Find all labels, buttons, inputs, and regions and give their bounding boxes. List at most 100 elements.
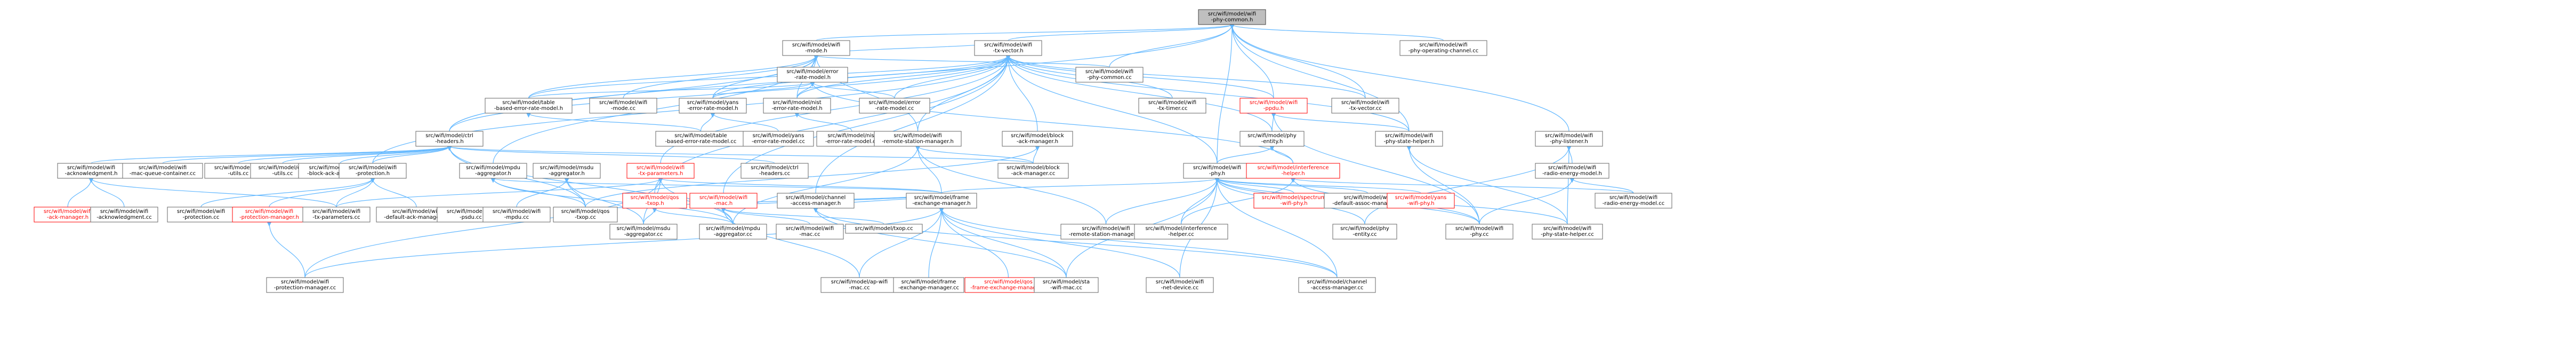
- node-tx-params-h[interactable]: src/wifi/model/wifi-tx-parameters.h: [626, 163, 695, 179]
- node-phy-entity-h[interactable]: src/wifi/model/phy-entity.h: [1239, 131, 1305, 147]
- node-mpdu-cc[interactable]: src/wifi/model/wifi-mpdu.cc: [482, 207, 551, 223]
- node-ack-mgr-h[interactable]: src/wifi/model/wifi-ack-manager.h: [34, 207, 102, 223]
- node-msdu-agg-h[interactable]: src/wifi/model/msdu-aggregator.h: [533, 163, 601, 179]
- node-label: src/wifi/model/error: [786, 69, 839, 75]
- node-yans-err-cc[interactable]: src/wifi/model/yans-error-rate-model.cc: [743, 131, 814, 147]
- node-phy-listener-h[interactable]: src/wifi/model/wifi-phy-listener.h: [1535, 131, 1603, 147]
- node-label: -frame-exchange-manager.h: [970, 285, 1046, 291]
- node-spectrum-phy-h[interactable]: src/wifi/model/spectrum-wifi-phy.h: [1253, 193, 1334, 209]
- node-mac-h[interactable]: src/wifi/model/wifi-mac.h: [689, 193, 758, 209]
- node-qos-txop-cc[interactable]: src/wifi/model/qos-txop.cc: [553, 207, 618, 223]
- node-ap-mac-cc[interactable]: src/wifi/model/ap-wifi-mac.cc: [820, 277, 898, 293]
- node-label: src/wifi/model/wifi: [1385, 133, 1433, 139]
- node-ack-h[interactable]: src/wifi/model/wifi-acknowledgment.h: [57, 163, 125, 179]
- node-box: [122, 163, 203, 179]
- node-label: src/wifi/model/wifi: [447, 209, 495, 215]
- node-channel-access-h[interactable]: src/wifi/model/channel-access-manager.h: [777, 193, 855, 209]
- node-txop-cc[interactable]: src/wifi/model/txop.cc: [845, 224, 923, 234]
- node-mode-cc[interactable]: src/wifi/model/wifi-mode.cc: [589, 98, 657, 114]
- node-root[interactable]: src/wifi/model/wifi-phy-common.h: [1198, 9, 1266, 25]
- node-label: -aggregator.h: [475, 171, 511, 177]
- node-error-rate-model-h[interactable]: src/wifi/model/error-rate-model.h: [777, 67, 848, 83]
- node-phy-state-helper-cc[interactable]: src/wifi/model/wifi-phy-state-helper.cc: [1532, 224, 1603, 240]
- node-nist-err-h[interactable]: src/wifi/model/nist-error-rate-model.h: [763, 98, 831, 114]
- node-macq-cc[interactable]: src/wifi/model/wifi-mac-queue-container.…: [122, 163, 203, 179]
- node-box: [533, 163, 601, 179]
- node-label: src/wifi/model/qos: [984, 279, 1033, 285]
- node-label: -mac.h: [714, 201, 733, 207]
- node-ppdu-h[interactable]: src/wifi/model/wifi-ppdu.h: [1239, 98, 1308, 114]
- node-tx-vector-cc[interactable]: src/wifi/model/wifi-tx-vector.cc: [1331, 98, 1399, 114]
- node-label: -mac-queue-container.cc: [130, 171, 196, 177]
- node-block-ack-mgr-cc[interactable]: src/wifi/model/block-ack-manager.cc: [997, 163, 1069, 179]
- node-mac-cc[interactable]: src/wifi/model/wifi-mac.cc: [776, 224, 844, 240]
- node-protection-mgr-cc[interactable]: src/wifi/model/wifi-protection-manager.c…: [266, 277, 344, 293]
- edge-phy_listener_h-to-radio_energy_h: [1566, 146, 1573, 164]
- node-label: src/wifi/model/sta: [1043, 279, 1090, 285]
- node-protection-mgr-h[interactable]: src/wifi/model/wifi-protection-manager.h: [232, 207, 307, 223]
- node-phy-cc[interactable]: src/wifi/model/wifi-phy.cc: [1445, 224, 1514, 240]
- node-tx-timer-cc[interactable]: src/wifi/model/wifi-tx-timer.cc: [1138, 98, 1206, 114]
- node-ack-cc[interactable]: src/wifi/model/wifi-acknowledgment.cc: [90, 207, 158, 223]
- node-error-rate-model-cc[interactable]: src/wifi/model/error-rate-model.cc: [859, 98, 930, 114]
- node-phy-op-channel-cc[interactable]: src/wifi/model/wifi-phy-operating-channe…: [1399, 40, 1487, 56]
- edge-mac_h-to-ap_mac_cc: [721, 208, 860, 278]
- node-yans-err-h[interactable]: src/wifi/model/yans-error-rate-model.h: [679, 98, 747, 114]
- edge-tx_vector_h-to-phy_state_helper_h: [1005, 55, 1410, 132]
- node-box: [1034, 277, 1099, 293]
- node-qos-txop-h[interactable]: src/wifi/model/qos-txop.h: [622, 193, 687, 209]
- edge-ctrl_headers_h-to-ack_h: [91, 146, 452, 164]
- node-phy-state-helper-h[interactable]: src/wifi/model/wifi-phy-state-helper.h: [1375, 131, 1443, 147]
- node-interference-h[interactable]: src/wifi/model/interference-helper.h: [1246, 163, 1340, 179]
- node-label: -ack-manager.cc: [1011, 171, 1056, 177]
- node-mpdu-agg-h[interactable]: src/wifi/model/mpdu-aggregator.h: [459, 163, 527, 179]
- node-label: src/wifi/model/wifi: [699, 195, 747, 201]
- node-label: src/wifi/model/wifi: [349, 165, 397, 171]
- edge-ctrl_headers_h-to-utils_cc: [238, 146, 452, 164]
- edge-root-to-phy_h: [1217, 24, 1235, 164]
- node-label: -helper.h: [1281, 171, 1305, 177]
- node-mode-h[interactable]: src/wifi/model/wifi-mode.h: [782, 40, 850, 56]
- node-radio-energy-h[interactable]: src/wifi/model/wifi-radio-energy-model.h: [1535, 163, 1609, 179]
- node-label: -remote-station-manager.cc: [1069, 232, 1143, 238]
- node-yans-phy-h[interactable]: src/wifi/model/yans-wifi-phy.h: [1387, 193, 1455, 209]
- node-phy-entity-cc[interactable]: src/wifi/model/phy-entity.cc: [1332, 224, 1397, 240]
- edge-frame_exch_h-to-net_device_cc: [939, 208, 1180, 278]
- node-label: src/wifi/model/wifi: [1609, 195, 1657, 201]
- node-label: -protection.h: [356, 171, 390, 177]
- edge-tx_vector_h-to-phy_entity_h: [1005, 55, 1273, 132]
- node-label: -mode.h: [805, 48, 827, 54]
- node-ctrl-headers-cc[interactable]: src/wifi/model/ctrl-headers.cc: [740, 163, 809, 179]
- node-table-err-h[interactable]: src/wifi/model/table-based-error-rate-mo…: [485, 98, 573, 114]
- node-sta-mac-cc[interactable]: src/wifi/model/sta-wifi-mac.cc: [1034, 277, 1099, 293]
- node-ctrl-headers-h[interactable]: src/wifi/model/ctrl-headers.h: [415, 131, 484, 147]
- node-protection-cc[interactable]: src/wifi/model/wifi-protection.cc: [167, 207, 235, 223]
- node-box: [415, 131, 484, 147]
- node-phy-h[interactable]: src/wifi/model/wifi-phy.h: [1183, 163, 1251, 179]
- node-label: src/wifi/model/channel: [1307, 279, 1367, 285]
- node-label: -error-rate-model.cc: [752, 139, 805, 145]
- node-channel-access-cc[interactable]: src/wifi/model/channel-access-manager.cc: [1298, 277, 1376, 293]
- node-label: -aggregator.cc: [624, 232, 663, 238]
- node-block-ack-mgr-h[interactable]: src/wifi/model/block-ack-manager.h: [1002, 131, 1073, 147]
- node-label: src/wifi/model/wifi: [392, 209, 440, 215]
- node-box: [1331, 98, 1399, 114]
- node-label: -phy-listener.h: [1550, 139, 1588, 145]
- node-rsm-h[interactable]: src/wifi/model/wifi-remote-station-manag…: [874, 131, 962, 147]
- edge-error_rate_model_h-to-interference_h: [810, 82, 1294, 164]
- node-protection-h[interactable]: src/wifi/model/wifi-protection.h: [339, 163, 407, 179]
- node-net-device-cc[interactable]: src/wifi/model/wifi-net-device.cc: [1146, 277, 1214, 293]
- node-interference-cc[interactable]: src/wifi/model/interference-helper.cc: [1134, 224, 1228, 240]
- edge-root-to-tx_vector_cc: [1229, 24, 1366, 99]
- node-phy-common-cc[interactable]: src/wifi/model/wifi-phy-common.cc: [1075, 67, 1144, 83]
- node-tx-params-cc[interactable]: src/wifi/model/wifi-tx-parameters.cc: [302, 207, 371, 223]
- node-radio-energy-cc[interactable]: src/wifi/model/wifi-radio-energy-model.c…: [1595, 193, 1672, 209]
- node-frame-exch-cc[interactable]: src/wifi/model/frame-exchange-manager.cc: [893, 277, 964, 293]
- node-table-err-cc[interactable]: src/wifi/model/table-based-error-rate-mo…: [655, 131, 746, 147]
- node-msdu-agg-cc[interactable]: src/wifi/model/msdu-aggregator.cc: [609, 224, 678, 240]
- node-frame-exch-h[interactable]: src/wifi/model/frame-exchange-manager.h: [906, 193, 977, 209]
- edge-rsm_h-to-mpdu_agg_cc: [732, 146, 920, 225]
- node-mpdu-agg-cc[interactable]: src/wifi/model/mpdu-aggregator.cc: [699, 224, 767, 240]
- node-box: [622, 193, 687, 209]
- node-tx-vector-h[interactable]: src/wifi/model/wifi-tx-vector.h: [974, 40, 1042, 56]
